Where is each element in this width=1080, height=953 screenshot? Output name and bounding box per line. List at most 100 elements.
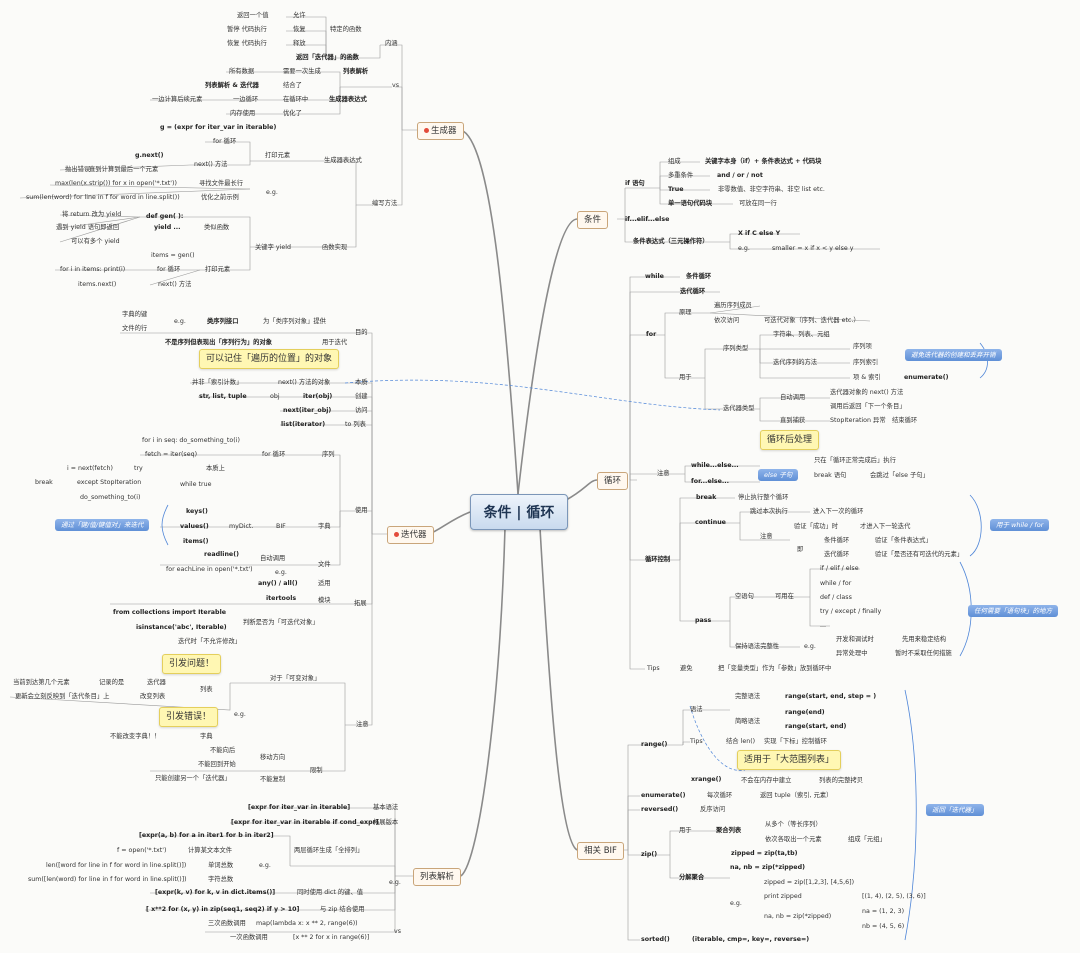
node-c9[interactable]: 可放在同一行 xyxy=(739,200,777,207)
node-i23[interactable]: 序列 xyxy=(322,451,335,458)
node-r31[interactable]: e.g. xyxy=(730,900,742,907)
node-l13[interactable]: 序列索引 xyxy=(853,359,879,366)
node-p10[interactable]: e.g. xyxy=(259,862,271,869)
node-l49[interactable]: 空语句 xyxy=(735,593,754,600)
node-l28[interactable]: 会跳过「else 子句」 xyxy=(870,472,929,479)
node-i61[interactable]: 字典 xyxy=(200,733,213,740)
node-r8[interactable]: Tips xyxy=(690,738,703,745)
node-r34[interactable]: nb = (4, 5, 6) xyxy=(862,923,905,930)
node-p17[interactable]: 与 zip 结合使用 xyxy=(320,906,365,913)
node-r16[interactable]: 返回 tuple（索引, 元素） xyxy=(760,792,833,799)
node-l9[interactable]: 字符串、列表、元组 xyxy=(773,331,830,338)
node-g35[interactable]: 将 return 改为 yield xyxy=(62,211,122,218)
node-i19[interactable]: to 列表 xyxy=(345,421,366,428)
node-r21[interactable]: 从多个（等长序列） xyxy=(765,821,822,828)
node-i40[interactable]: for eachLine in open('*.txt') xyxy=(166,566,253,573)
node-l42[interactable]: 验证「是否还有可迭代的元素」 xyxy=(875,551,964,558)
node-g16[interactable]: 一边循环 xyxy=(233,96,259,103)
node-p19[interactable]: map(lambda x: x ** 2, range(6)) xyxy=(256,920,358,927)
node-g24[interactable]: g.next() xyxy=(135,152,164,159)
node-g6[interactable]: 释放 xyxy=(293,40,306,47)
node-l35[interactable]: 验证「成功」时 xyxy=(794,523,839,530)
node-p15[interactable]: 同时使用 dict 的键、值 xyxy=(297,889,364,896)
node-l2[interactable]: 条件循环 xyxy=(686,273,712,280)
node-l33[interactable]: 跳过本次执行 xyxy=(750,508,788,515)
node-i48[interactable]: from collections import Iterable xyxy=(113,609,226,616)
node-c4[interactable]: 多重条件 xyxy=(668,172,694,179)
node-i63[interactable]: 不能向后 xyxy=(210,747,236,754)
node-r27[interactable]: 分解聚合 xyxy=(679,874,705,881)
node-g20[interactable]: 优化了 xyxy=(283,110,302,117)
node-g41[interactable]: 关键字 yield xyxy=(255,244,291,251)
node-i53[interactable]: 当前到达第几个元素 xyxy=(13,679,70,686)
node-c10[interactable]: if...elif...else xyxy=(625,216,670,223)
node-l58[interactable]: Tips xyxy=(647,665,660,672)
node-g19[interactable]: 内存使用 xyxy=(230,110,256,117)
node-l60[interactable]: 把「变量类型」作为「参数」放到循环中 xyxy=(718,665,832,672)
node-r9[interactable]: 结合 len() xyxy=(726,738,756,745)
node-l32[interactable]: continue xyxy=(695,519,726,526)
node-r25[interactable]: zip() xyxy=(641,851,658,858)
node-i18[interactable]: list(iterator) xyxy=(281,421,326,428)
node-l44[interactable]: if / elif / else xyxy=(820,565,859,572)
node-l54[interactable]: 异常处理中 xyxy=(836,650,868,657)
node-g18[interactable]: 生成器表达式 xyxy=(329,96,367,103)
node-i26[interactable]: try xyxy=(134,465,143,472)
node-i66[interactable]: 只能创建另一个「迭代器」 xyxy=(155,775,231,782)
node-r22[interactable]: 依次各取出一个元素 xyxy=(765,836,822,843)
node-g43[interactable]: 编写方法 xyxy=(372,200,398,207)
node-g44[interactable]: items = gen() xyxy=(151,252,195,259)
node-l34[interactable]: 进入下一次的循环 xyxy=(813,508,864,515)
node-g9[interactable]: 返回「迭代器」的函数 xyxy=(296,54,359,61)
node-r12[interactable]: 不会在内存中建立 xyxy=(741,777,792,784)
node-i15[interactable]: 创建 xyxy=(355,393,368,400)
node-r18[interactable]: 反序访问 xyxy=(700,806,726,813)
node-r1[interactable]: 完整语法 xyxy=(735,693,761,700)
node-g29[interactable]: 生成器表达式 xyxy=(324,157,362,164)
node-g34[interactable]: e.g. xyxy=(266,189,278,196)
node-p3[interactable]: [expr for iter_var in iterable if cond_e… xyxy=(231,819,379,826)
node-l30[interactable]: break xyxy=(696,494,717,501)
node-l39[interactable]: 验证「条件表达式」 xyxy=(875,537,932,544)
node-p11[interactable]: 两层循环生成「全排列」 xyxy=(294,847,364,854)
node-r26[interactable]: na, nb = zip(*zipped) xyxy=(730,864,805,871)
node-g8[interactable]: 内涵 xyxy=(385,40,398,47)
node-l11[interactable]: 序列项 xyxy=(853,343,872,350)
node-i33[interactable]: myDict. xyxy=(229,523,254,530)
node-l29[interactable]: for...else... xyxy=(691,478,730,485)
node-c2[interactable]: 关键字本身（if）+ 条件表达式 + 代码块 xyxy=(705,158,822,165)
node-i3[interactable]: 类序列接口 xyxy=(207,318,239,325)
node-g3[interactable]: 暂停 代码执行 xyxy=(227,26,267,33)
node-p18[interactable]: 三次函数调用 xyxy=(208,920,246,927)
node-c12[interactable]: X if C else Y xyxy=(738,230,781,237)
node-g42[interactable]: 函数实现 xyxy=(322,244,348,251)
node-g2[interactable]: 允许 xyxy=(293,12,306,19)
node-r19[interactable]: 用于 xyxy=(679,827,692,834)
node-g38[interactable]: yield ... xyxy=(154,224,181,231)
node-r33[interactable]: na = (1, 2, 3) xyxy=(862,908,905,915)
node-i64[interactable]: 移动方向 xyxy=(260,754,286,761)
node-i22[interactable]: for 循环 xyxy=(262,451,286,458)
node-c7[interactable]: 非零数值、非空字符串、非空 list etc. xyxy=(718,186,825,193)
node-l59[interactable]: 避免 xyxy=(680,665,693,672)
node-r32[interactable]: na, nb = zip(*zipped) xyxy=(764,913,832,920)
node-i9[interactable]: 并非「索引计数」 xyxy=(192,379,243,386)
node-i2[interactable]: e.g. xyxy=(174,318,186,325)
node-g1[interactable]: 返回一个值 xyxy=(237,12,269,19)
node-g36[interactable]: def gen( ): xyxy=(146,213,184,220)
node-g27[interactable]: 抛出错误 xyxy=(65,166,91,173)
node-r3[interactable]: 语法 xyxy=(690,706,703,713)
node-r14[interactable]: enumerate() xyxy=(641,792,686,799)
node-g4[interactable]: 恢复 xyxy=(293,26,306,33)
node-c13[interactable]: e.g. xyxy=(738,245,750,252)
node-p12[interactable]: sum([len(word) for line in f for word in… xyxy=(28,876,187,883)
node-l40[interactable]: 即 xyxy=(797,546,804,553)
node-g37[interactable]: 遇到 yield 语句即返回 xyxy=(56,224,120,231)
node-i6[interactable]: 目的 xyxy=(355,329,368,336)
node-p7[interactable]: 计算某文本文件 xyxy=(188,847,233,854)
node-c8[interactable]: 单一语句代码块 xyxy=(668,200,713,207)
node-i12[interactable]: str, list, tuple xyxy=(199,393,247,400)
node-i44[interactable]: 适用 xyxy=(318,580,331,587)
node-i51[interactable]: 迭代时「不允许修改」 xyxy=(178,638,241,645)
node-g40[interactable]: 类似函数 xyxy=(204,224,230,231)
